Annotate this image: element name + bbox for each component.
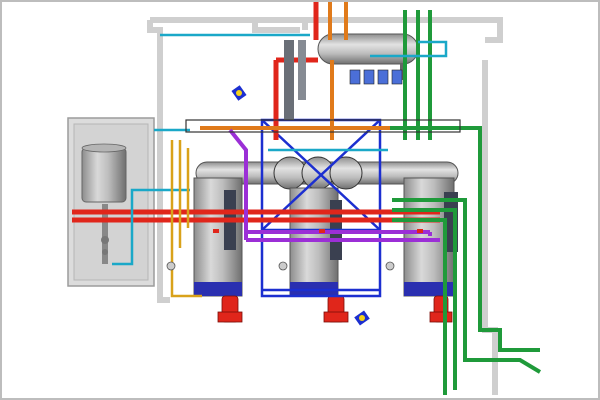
purple-pipes <box>228 128 440 242</box>
yellow-pipes <box>170 140 202 298</box>
green-pipes <box>390 10 542 395</box>
dark-rack-outline <box>185 119 461 133</box>
gray-stack <box>284 40 306 120</box>
orange-pipes <box>200 2 420 140</box>
cyan-pipes <box>112 33 448 266</box>
yellow-valve-markers <box>236 90 365 321</box>
pressure-gauges <box>166 261 395 271</box>
boiler-left <box>193 177 243 297</box>
red-indicator-dots <box>213 229 423 233</box>
boiler-right <box>403 177 458 297</box>
storage-tank <box>81 143 127 264</box>
